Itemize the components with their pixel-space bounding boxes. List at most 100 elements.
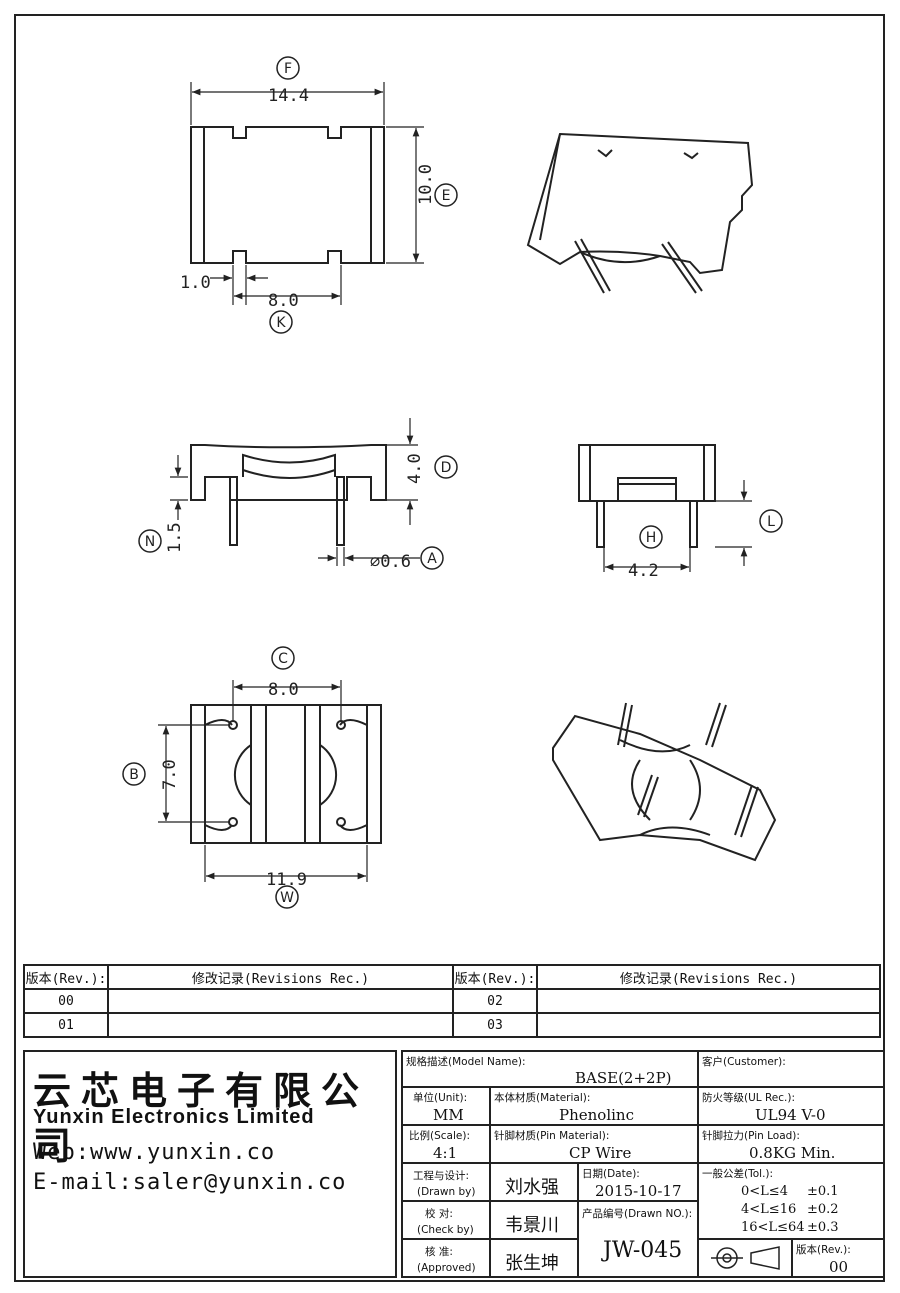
material-value: Phenolinc: [559, 1106, 634, 1124]
dim-D-value: 4.0: [405, 453, 425, 484]
drawn-value: 刘水强: [505, 1177, 559, 1198]
approved-value: 张生坤: [505, 1253, 559, 1274]
label-W: W: [280, 890, 294, 906]
pin-material-cell: 针脚材质(Pin Material): CP Wire: [489, 1124, 699, 1164]
rev-header-left: 版本(Rev.):: [23, 964, 109, 990]
date-value: 2015-10-17: [595, 1182, 682, 1200]
label-H: H: [646, 530, 657, 546]
label-F: F: [284, 61, 292, 77]
table-row: 00 02: [23, 988, 881, 1014]
rev-value: 00: [829, 1258, 849, 1276]
side-view: [578, 444, 716, 548]
drawing-number-cell: 产品编号(Drawn NO.): JW-045: [577, 1200, 699, 1278]
label-N: N: [145, 534, 155, 550]
material-label: 本体材质(Material):: [494, 1092, 591, 1104]
date-cell: 日期(Date): 2015-10-17: [577, 1162, 699, 1202]
dim-N-value: 1.5: [165, 522, 185, 553]
dim-A-value: ⌀0.6: [370, 552, 411, 572]
tol-range: 4<L≤16: [741, 1202, 797, 1217]
material-cell: 本体材质(Material): Phenolinc: [489, 1086, 699, 1126]
company-name-en: Yunxin Electronics Limited: [33, 1106, 315, 1128]
drawn-by-value-cell: 刘水强: [489, 1162, 579, 1202]
tol-range: 16<L≤64: [741, 1220, 805, 1235]
company-email: E-mail:saler@yunxin.co: [33, 1170, 347, 1195]
pin-load-label: 针脚拉力(Pin Load):: [702, 1130, 800, 1142]
projection-symbol-cell: [697, 1238, 793, 1278]
front-view: [190, 444, 387, 546]
customer-label: 客户(Customer):: [702, 1056, 786, 1068]
label-D: D: [441, 460, 452, 476]
rev-cell: 00: [23, 988, 109, 1014]
unit-label: 单位(Unit):: [413, 1092, 468, 1104]
approved-label-cell: 核 准: (Approved): [401, 1238, 491, 1278]
drawn-label-en: (Drawn by): [417, 1186, 476, 1198]
third-angle-projection-icon: [711, 1246, 780, 1270]
company-name-cn: 云芯电子有限公司: [33, 1069, 370, 1168]
revision-table: 版本(Rev.): 修改记录(Revisions Rec.) 版本(Rev.):…: [23, 964, 881, 1038]
dim-H-value: 4.2: [628, 561, 659, 581]
isometric-view-top: [526, 132, 754, 294]
drawn-label-cn: 工程与设计:: [413, 1170, 470, 1182]
rev-cell: 版本(Rev.): 00: [791, 1238, 885, 1278]
rev-cell: 03: [452, 1012, 538, 1038]
check-by-label-cell: 校 对: (Check by): [401, 1200, 491, 1240]
unit-cell: 单位(Unit): MM: [401, 1086, 491, 1126]
drawing-no-label: 产品编号(Drawn NO.):: [582, 1208, 693, 1220]
pin-load-value: 0.8KG Min.: [749, 1144, 836, 1162]
rev-cell: 01: [23, 1012, 109, 1038]
company-web: Web:www.yunxin.co: [33, 1140, 276, 1165]
ul-label: 防火等级(UL Rec.):: [702, 1092, 795, 1104]
label-K: K: [276, 315, 286, 331]
scale-value: 4:1: [433, 1144, 458, 1162]
rec-cell: [536, 1012, 881, 1038]
table-row: 01 03: [23, 1012, 881, 1038]
unit-value: MM: [433, 1106, 464, 1124]
check-by-value-cell: 韦景川: [489, 1200, 579, 1240]
label-B: B: [129, 767, 139, 783]
drawn-by-label-cell: 工程与设计: (Drawn by): [401, 1162, 491, 1202]
rev-cell: 02: [452, 988, 538, 1014]
rec-cell: [107, 1012, 454, 1038]
tol-range: 0<L≤4: [741, 1184, 788, 1199]
drawing-frame: [14, 14, 885, 1282]
revision-header-row: 版本(Rev.): 修改记录(Revisions Rec.) 版本(Rev.):…: [23, 964, 881, 990]
dim-C-value: 8.0: [268, 680, 299, 700]
approved-label-en: (Approved): [417, 1262, 476, 1274]
title-block: 云芯电子有限公司 Yunxin Electronics Limited Web:…: [23, 1050, 885, 1280]
tol-value: ±0.2: [807, 1202, 839, 1217]
model-cell: 规格描述(Model Name): BASE(2+2P): [401, 1050, 699, 1088]
dim-E-value: 10.0: [416, 164, 436, 205]
approved-value-cell: 张生坤: [489, 1238, 579, 1278]
tolerance-cell: 一般公差(Tol.): 0<L≤4 ±0.1 4<L≤16 ±0.2 16<L≤…: [697, 1162, 885, 1240]
label-C: C: [278, 651, 288, 667]
dim-B-value: 7.0: [160, 759, 180, 790]
label-E: E: [442, 188, 451, 204]
label-L: L: [767, 514, 775, 530]
rev-label: 版本(Rev.):: [796, 1244, 851, 1256]
bottom-view: [190, 704, 382, 844]
isometric-view-bottom: [552, 702, 777, 862]
tol-label: 一般公差(Tol.):: [702, 1168, 774, 1180]
customer-cell: 客户(Customer):: [697, 1050, 885, 1088]
rev-header-right: 版本(Rev.):: [452, 964, 538, 990]
dim-W-value: 11.9: [266, 870, 307, 890]
rec-header-left: 修改记录(Revisions Rec.): [107, 964, 454, 990]
label-A: A: [427, 551, 437, 567]
pin-material-value: CP Wire: [569, 1144, 632, 1162]
ul-cell: 防火等级(UL Rec.): UL94 V-0: [697, 1086, 885, 1126]
check-label-cn: 校 对:: [425, 1208, 453, 1220]
technical-drawing: 14.4 10.0 1.0 8.0 4.0 1.5 ⌀0.6 4.2 8.0 7…: [122, 56, 783, 909]
date-label: 日期(Date):: [582, 1168, 640, 1180]
rec-header-right: 修改记录(Revisions Rec.): [536, 964, 881, 990]
rec-cell: [536, 988, 881, 1014]
check-label-en: (Check by): [417, 1224, 474, 1236]
drawing-no-value: JW-045: [603, 1238, 683, 1263]
ul-value: UL94 V-0: [755, 1106, 826, 1124]
pin-load-cell: 针脚拉力(Pin Load): 0.8KG Min.: [697, 1124, 885, 1164]
dim-F-value: 14.4: [268, 86, 309, 106]
model-label: 规格描述(Model Name):: [406, 1056, 526, 1068]
rec-cell: [107, 988, 454, 1014]
pin-material-label: 针脚材质(Pin Material):: [494, 1130, 610, 1142]
company-panel: 云芯电子有限公司 Yunxin Electronics Limited Web:…: [23, 1050, 397, 1278]
top-view: [190, 126, 385, 264]
